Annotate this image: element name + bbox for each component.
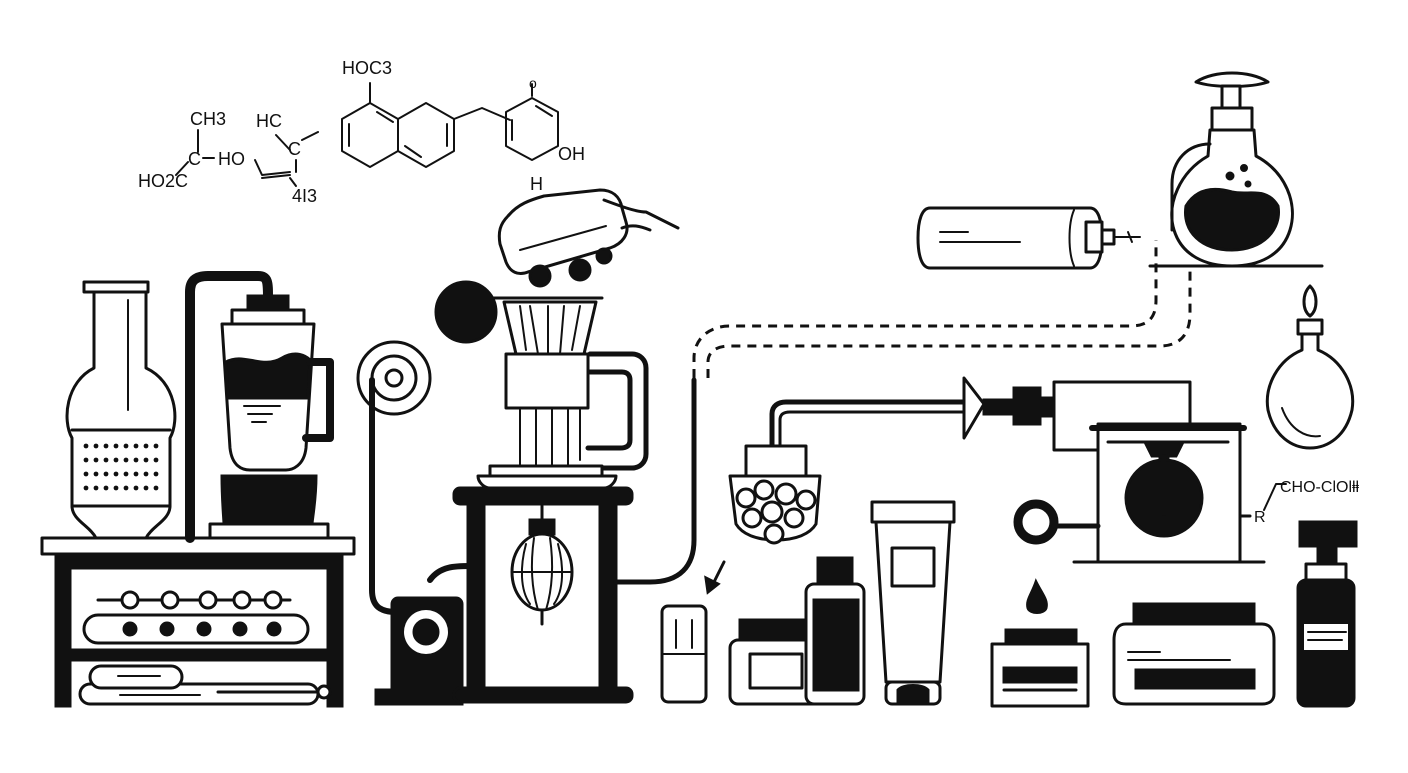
syringe — [916, 206, 1141, 270]
round-flask — [1265, 284, 1355, 450]
flask-dots — [83, 443, 159, 491]
dispenser-flask — [1148, 71, 1324, 268]
product-tube — [870, 500, 956, 706]
product-wide-jar — [1112, 602, 1276, 706]
formula-oh: OH — [558, 144, 585, 164]
formula-h: H — [530, 174, 543, 194]
dashed-transfer-line — [692, 240, 1192, 378]
bead-chamber — [704, 444, 822, 595]
formula-r: R — [1254, 509, 1266, 526]
formula-ho: HO — [218, 149, 245, 169]
product-jar-stack — [728, 556, 866, 706]
formula-hc: HC — [256, 111, 282, 131]
product-small-vial — [660, 604, 708, 704]
formula-c2: C — [288, 139, 301, 159]
separation-flask — [65, 280, 177, 540]
formula-ch3: CH3 — [190, 109, 226, 129]
coil-pump — [356, 340, 473, 706]
formula-chain: CHO-ClOlⱡⱡ — [1280, 479, 1360, 496]
formula-4i3: 4I3 — [292, 186, 317, 206]
product-black-jar — [990, 628, 1090, 708]
formula-naphthalene: HOC3 o OH H — [341, 58, 585, 194]
formula-hoc3: HOC3 — [342, 58, 392, 78]
formula-o: o — [529, 75, 537, 91]
formula-ho2c: HO2C — [138, 171, 188, 191]
filter-apparatus — [434, 188, 697, 704]
blender — [185, 271, 334, 543]
press-machine: R CHO-ClOlⱡⱡ — [769, 376, 1360, 614]
lab-bench — [40, 536, 356, 708]
product-spray-bottle — [1296, 520, 1358, 708]
formula-c: C — [188, 149, 201, 169]
knob-row — [120, 590, 283, 637]
formula-left: CH3 HC HO2C C HO C 4I3 — [138, 109, 319, 206]
